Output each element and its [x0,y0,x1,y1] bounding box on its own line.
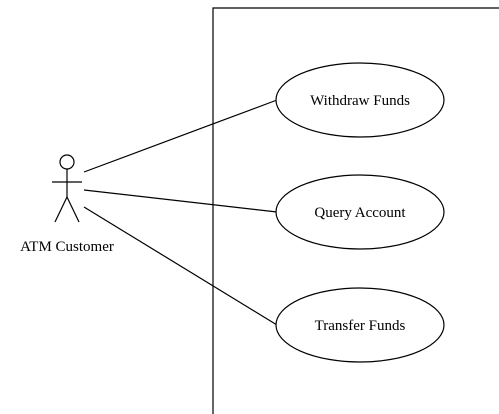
actor-label: ATM Customer [20,239,114,255]
use-case-label: Query Account [314,205,406,221]
use-case-withdraw-funds: Withdraw Funds [275,62,445,138]
association-query-account [83,189,278,213]
association-withdraw-funds [83,99,278,173]
association-transfer-funds [83,206,278,326]
use-case-label: Transfer Funds [315,318,406,334]
use-case-query-account: Query Account [275,174,445,250]
use-case-transfer-funds: Transfer Funds [275,287,445,363]
system-boundary [212,7,499,414]
stick-figure-icon [52,154,82,223]
actor-figure: ATM Customer [20,154,114,255]
use-case-label: Withdraw Funds [310,93,410,109]
